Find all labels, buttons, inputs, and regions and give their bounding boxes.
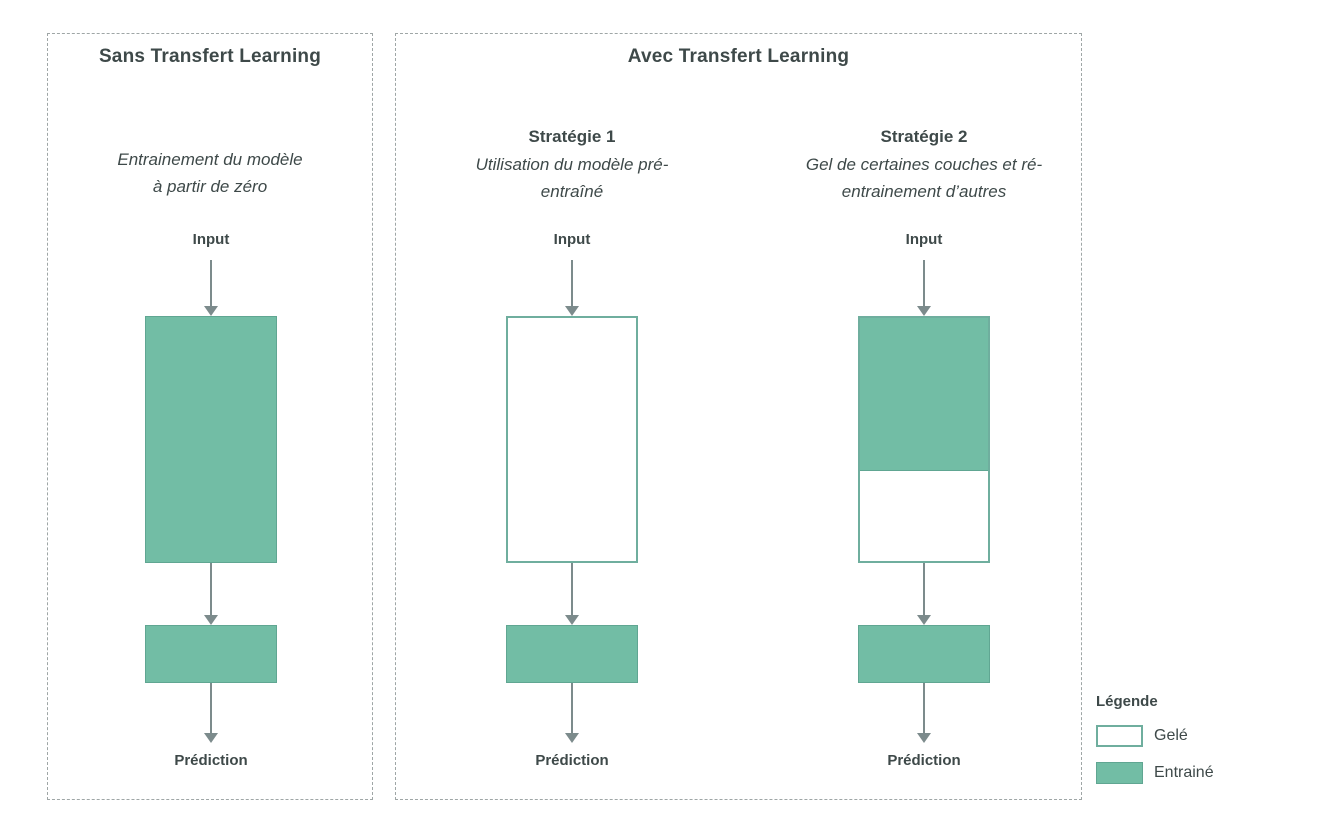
strategy2-description-line2: entrainement d’autres xyxy=(841,182,1007,201)
scratch-description-line1: Entrainement du modèle xyxy=(117,150,303,169)
arrow-shaft xyxy=(210,563,212,615)
arrowhead-icon xyxy=(917,615,931,625)
arrow-shaft xyxy=(571,683,573,733)
legend: Légende Gelé Entrainé xyxy=(1096,693,1214,784)
arrowhead-icon xyxy=(204,615,218,625)
scratch-description-line2: à partir de zéro xyxy=(152,177,268,196)
arrow-shaft xyxy=(210,683,212,733)
strategy1-description-line1: Utilisation du modèle pré- xyxy=(475,155,669,174)
arrowhead-icon xyxy=(565,733,579,743)
strategy2-description: Gel de certaines couches et ré- entraine… xyxy=(774,151,1074,205)
legend-label-trained: Entrainé xyxy=(1154,764,1214,781)
column-strategy2: Input Prédiction xyxy=(824,230,1024,771)
arrowhead-icon xyxy=(917,733,931,743)
input-label: Input xyxy=(553,231,591,248)
head-block-trained xyxy=(145,625,277,683)
down-arrow xyxy=(917,683,931,743)
arrowhead-icon xyxy=(917,306,931,316)
legend-swatch-frozen xyxy=(1096,725,1143,747)
panel-with-title: Avec Transfert Learning xyxy=(627,46,850,67)
arrow-shaft xyxy=(923,260,925,306)
arrow-shaft xyxy=(923,683,925,733)
arrow-shaft xyxy=(923,563,925,615)
input-label: Input xyxy=(192,231,230,248)
arrow-shaft xyxy=(210,260,212,306)
panel-without-title: Sans Transfert Learning xyxy=(98,46,322,67)
down-arrow xyxy=(917,563,931,625)
strategy1-description-line2: entraîné xyxy=(540,182,604,201)
legend-title: Légende xyxy=(1096,693,1158,710)
strategy1-title: Stratégie 1 xyxy=(528,127,616,146)
trained-part xyxy=(860,318,988,472)
down-arrow xyxy=(204,260,218,316)
arrowhead-icon xyxy=(204,306,218,316)
legend-label-frozen: Gelé xyxy=(1154,727,1188,744)
input-label: Input xyxy=(905,231,943,248)
down-arrow xyxy=(565,683,579,743)
frozen-part xyxy=(860,471,988,561)
down-arrow xyxy=(917,260,931,316)
prediction-label: Prédiction xyxy=(887,752,961,769)
down-arrow xyxy=(565,260,579,316)
legend-swatch-trained xyxy=(1096,762,1143,784)
legend-row-trained: Entrainé xyxy=(1096,762,1214,784)
strategy1-description: Utilisation du modèle pré- entraîné xyxy=(422,151,722,205)
arrow-shaft xyxy=(571,563,573,615)
column-scratch: Input Prédiction xyxy=(111,230,311,771)
arrow-shaft xyxy=(571,260,573,306)
arrowhead-icon xyxy=(565,306,579,316)
model-block-trained xyxy=(145,316,277,563)
head-block-trained xyxy=(858,625,990,683)
strategy2-title: Stratégie 2 xyxy=(880,127,968,146)
arrowhead-icon xyxy=(204,733,218,743)
strategy2-description-line1: Gel de certaines couches et ré- xyxy=(805,155,1043,174)
strategy2-header: Stratégie 2 Gel de certaines couches et … xyxy=(774,126,1074,205)
down-arrow xyxy=(204,683,218,743)
scratch-description: Entrainement du modèle à partir de zéro xyxy=(60,146,360,200)
down-arrow xyxy=(565,563,579,625)
head-block-trained xyxy=(506,625,638,683)
down-arrow xyxy=(204,563,218,625)
arrowhead-icon xyxy=(565,615,579,625)
legend-row-frozen: Gelé xyxy=(1096,725,1214,747)
prediction-label: Prédiction xyxy=(535,752,609,769)
model-block-partial xyxy=(858,316,990,563)
column-strategy1: Input Prédiction xyxy=(472,230,672,771)
strategy1-header: Stratégie 1 Utilisation du modèle pré- e… xyxy=(422,126,722,205)
prediction-label: Prédiction xyxy=(174,752,248,769)
model-block-frozen xyxy=(506,316,638,563)
